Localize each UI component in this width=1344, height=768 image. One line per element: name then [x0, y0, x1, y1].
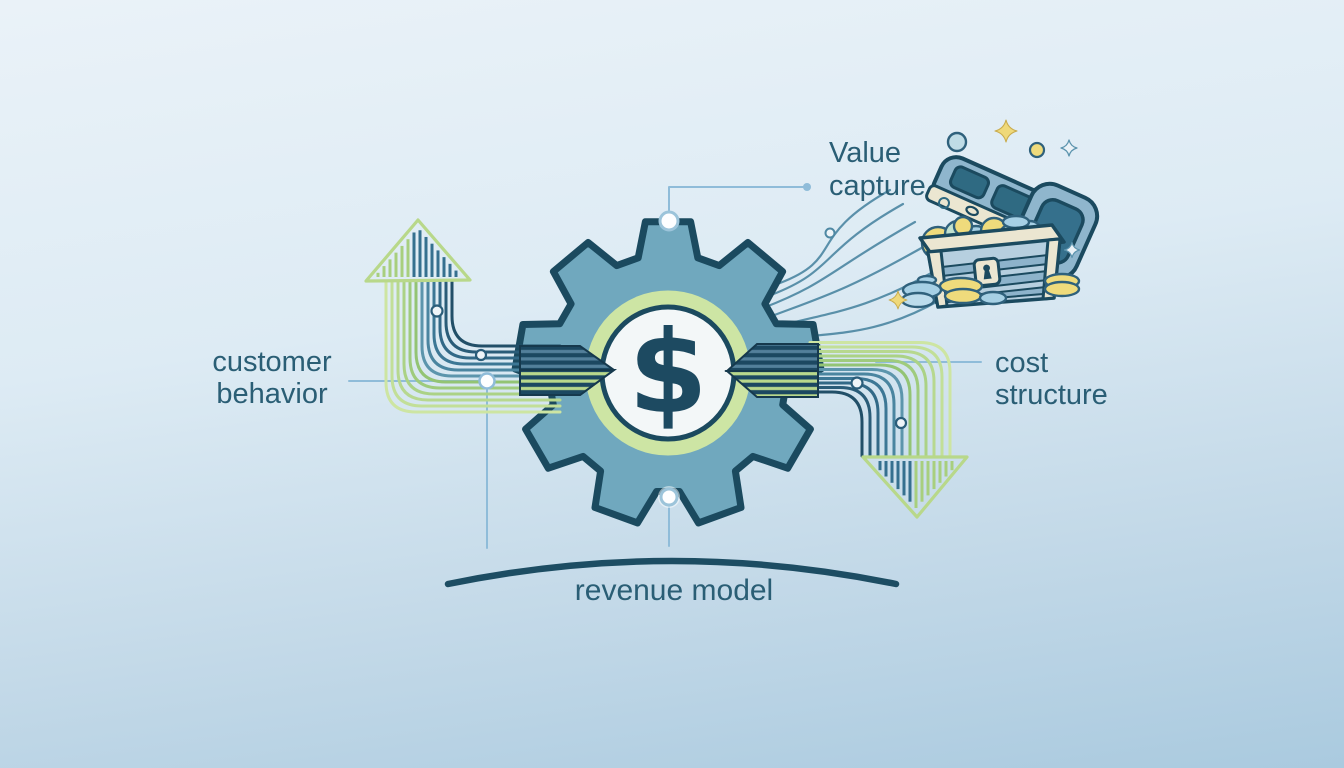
node-dot: [474, 348, 488, 362]
flow-line: [438, 280, 562, 360]
label-customer-behavior-line1: customer: [212, 346, 332, 378]
chest-lock: [972, 256, 1002, 288]
flow-line: [808, 350, 936, 458]
right-flow-bundle: [808, 341, 952, 458]
labels: customer behavior Value capture cost str…: [212, 137, 1107, 607]
flow-line: [808, 354, 928, 458]
right-striped-arrow-bottom: [724, 370, 819, 398]
down-arrow-stripes: [878, 461, 954, 508]
value-flow-line: [778, 188, 892, 285]
sparkle-icon: [1060, 139, 1078, 157]
up-arrow-outline: [364, 218, 472, 283]
flow-line: [420, 280, 562, 378]
value-flow-line: [761, 220, 917, 310]
flow-line: [408, 280, 562, 390]
label-cost-structure-line2: structure: [995, 379, 1108, 411]
label-cost-structure-line1: cost: [995, 347, 1048, 379]
flow-line: [808, 390, 864, 458]
connector-value-capture: [668, 186, 805, 222]
node-dot: [659, 487, 679, 507]
left-flow-bundle: [384, 280, 562, 414]
flow-line: [432, 280, 562, 366]
node-dot: [658, 210, 680, 232]
flow-line: [808, 381, 880, 458]
flow-line: [384, 280, 562, 414]
flow-line: [808, 341, 952, 458]
node-dots: [430, 183, 908, 508]
value-flow-line: [769, 202, 905, 297]
left-striped-arrow-bottom: [519, 369, 618, 396]
flow-line: [808, 368, 904, 458]
label-value-capture-line1: Value: [829, 137, 901, 169]
flow-line: [808, 359, 920, 458]
node-dot: [430, 304, 444, 318]
sparkle-icon: [1063, 241, 1081, 259]
chest-lid-panel: [949, 165, 991, 200]
sparkles: [888, 119, 1081, 310]
flow-line: [390, 280, 562, 408]
flow-line: [414, 280, 562, 384]
flow-line: [426, 280, 562, 372]
dollar-sign-icon: $: [628, 306, 707, 439]
node-dot: [824, 227, 836, 239]
label-value-capture-line2: capture: [829, 170, 926, 202]
flow-line: [450, 280, 562, 348]
node-dot: [894, 416, 908, 430]
bubble-icon: [946, 131, 968, 153]
node-dot: [803, 183, 811, 191]
flow-line: [396, 280, 562, 402]
flow-line: [402, 280, 562, 396]
chest-lid-ornament: [965, 205, 979, 217]
flow-line: [808, 345, 944, 458]
node-dot: [478, 372, 496, 390]
down-arrow-icon: [724, 341, 969, 519]
bubble-icon: [1028, 141, 1046, 159]
gear-icon: $: [511, 218, 825, 527]
node-dot: [850, 376, 864, 390]
up-arrow-icon: [364, 218, 618, 414]
revenue-model-arc: [444, 557, 900, 588]
coin-icon: [978, 290, 1008, 306]
up-arrow-stripes: [376, 230, 458, 277]
bubble-icon: [938, 197, 950, 209]
treasure-chest-icon: [888, 119, 1100, 310]
coin-icon: [1043, 280, 1081, 298]
label-customer-behavior-line2: behavior: [216, 378, 328, 410]
flow-line: [808, 372, 896, 458]
flow-line: [808, 377, 888, 458]
sparkle-icon: [994, 119, 1018, 143]
down-arrow-outline: [861, 455, 969, 519]
flow-line: [808, 363, 912, 458]
flow-line: [808, 386, 872, 458]
value-flow-line: [754, 244, 927, 324]
sparkle-icon: [888, 290, 908, 310]
label-revenue-model: revenue model: [575, 574, 773, 607]
scattered-coins: [900, 272, 1081, 309]
coin-icon: [943, 287, 983, 305]
